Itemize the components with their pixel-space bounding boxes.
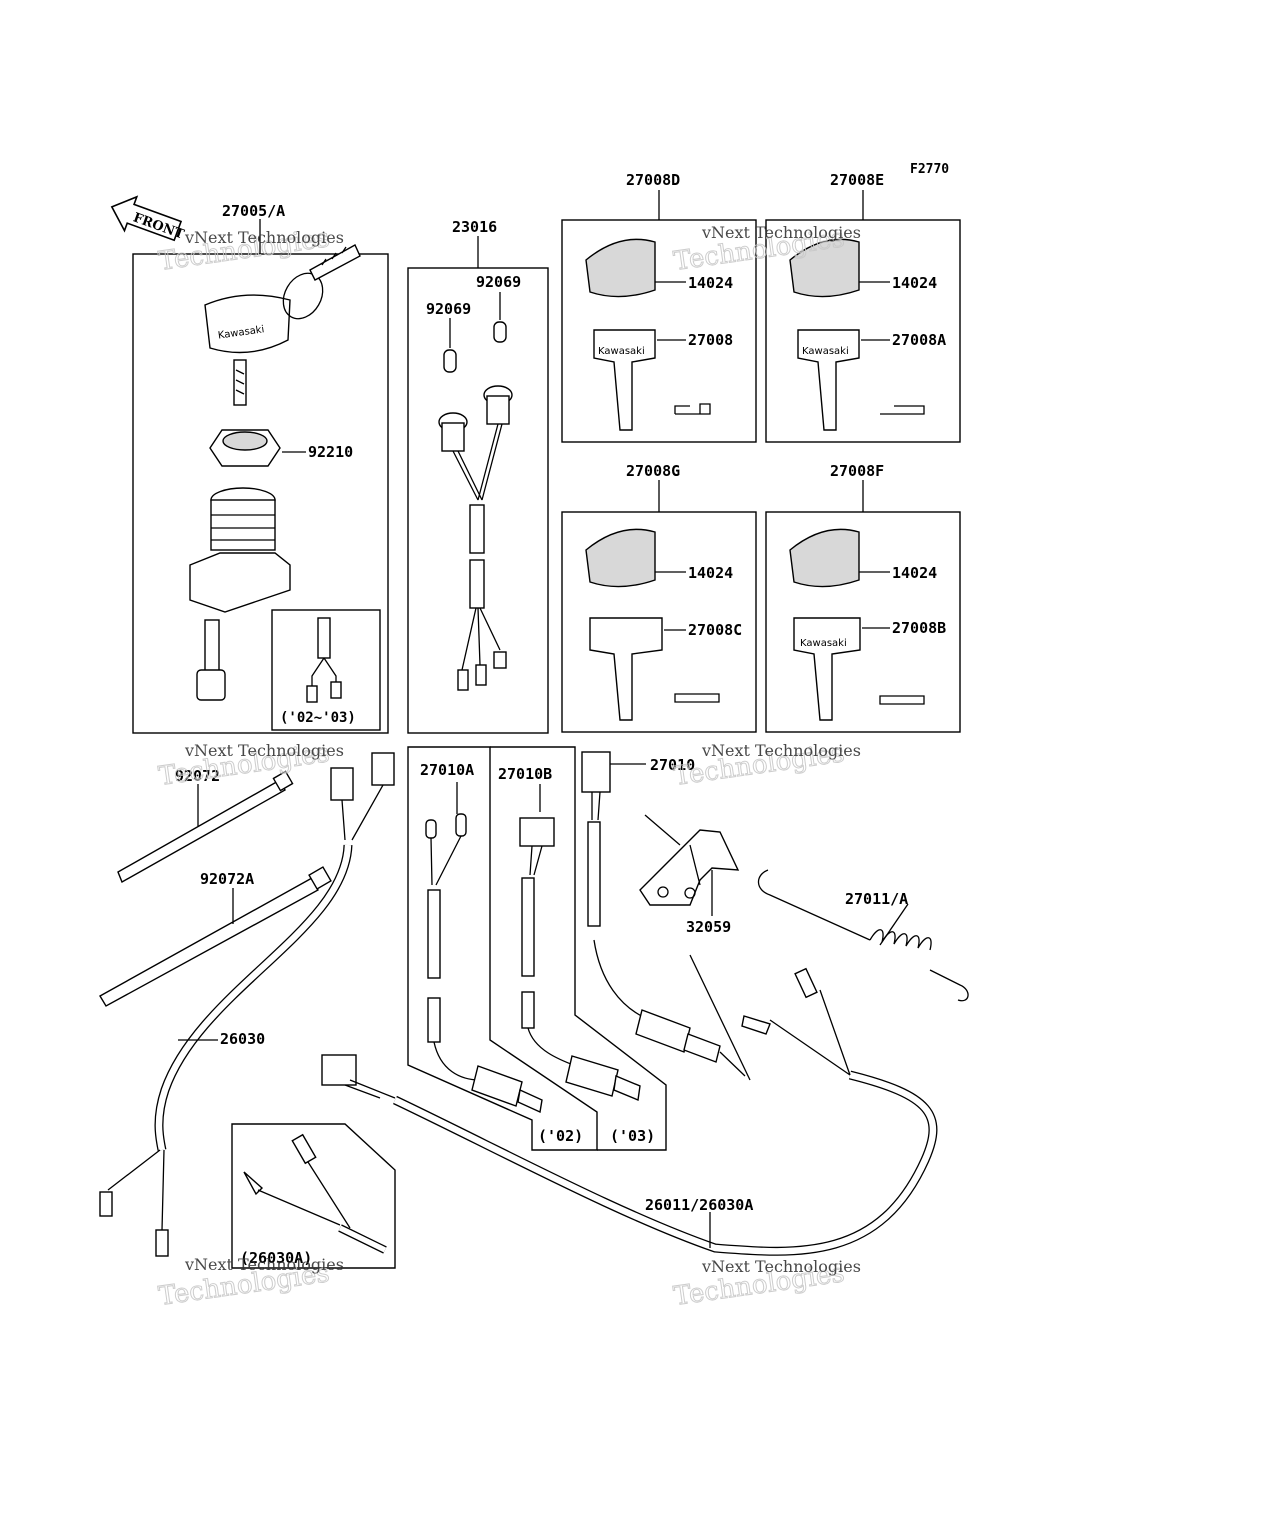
label-92069-right: 92069	[476, 273, 521, 291]
label-27008B: 27008B	[892, 619, 946, 637]
label-27010B: 27010B	[498, 765, 552, 783]
label-27008E: 27008E	[830, 171, 884, 189]
svg-text:vNext Technologies: vNext Technologies	[184, 1255, 344, 1274]
label-14024-d: 14024	[892, 564, 937, 582]
label-27011A: 27011/A	[845, 890, 908, 908]
key-head-icon	[585, 528, 656, 588]
key-set-27008G-group: 27008G 14024 27008C	[561, 462, 757, 733]
label-27005A: 27005/A	[222, 202, 285, 220]
figure-code: F2770	[910, 162, 949, 177]
key-set-27008D-group: 27008D 14024 Kawasaki 27008	[561, 171, 757, 443]
label-27008: 27008	[688, 331, 733, 349]
label-27008G: 27008G	[626, 462, 680, 480]
label-92072A: 92072A	[200, 870, 254, 888]
ignition-switch-body-icon	[189, 487, 291, 701]
wire-harness-23016-group: 23016 92069 92069	[407, 218, 549, 734]
label-32059: 32059	[686, 918, 731, 936]
bracket-32059-icon	[639, 814, 751, 1081]
cable-tie-92072A-icon	[99, 866, 332, 1007]
svg-text:vNext Technologies: vNext Technologies	[184, 228, 344, 247]
svg-text:Kawasaki: Kawasaki	[598, 346, 645, 357]
label-27008F: 27008F	[830, 462, 884, 480]
svg-text:vNext Technologies: vNext Technologies	[701, 1257, 861, 1276]
key-head-icon	[585, 238, 656, 298]
label-27008C: 27008C	[688, 621, 742, 639]
stop-switch-27010A-icon	[425, 813, 543, 1114]
svg-text:Kawasaki: Kawasaki	[802, 346, 849, 357]
label-27010: 27010	[650, 756, 695, 774]
key-set-27008E-group: 27008E 14024 Kawasaki 27008A	[765, 171, 961, 443]
blank-key-icon	[589, 617, 663, 721]
label-03: ('03)	[610, 1127, 655, 1145]
bulb-92069-icon	[443, 321, 507, 373]
nut-92210-icon	[209, 429, 306, 467]
label-26030: 26030	[220, 1030, 265, 1048]
label-27008D: 27008D	[626, 171, 680, 189]
blank-key-icon	[793, 617, 861, 721]
label-14024-c: 14024	[688, 564, 733, 582]
stop-switch-27010B-icon	[519, 817, 641, 1101]
label-27008A: 27008A	[892, 331, 946, 349]
label-26011-26030A: 26011/26030A	[645, 1196, 753, 1214]
svg-text:vNext Technologies: vNext Technologies	[701, 223, 861, 242]
stop-switch-27010-icon	[581, 751, 746, 1077]
svg-text:vNext Technologies: vNext Technologies	[701, 741, 861, 760]
key-set-27008F-group: 27008F 14024 Kawasaki 27008B	[765, 462, 961, 733]
label-02: ('02)	[538, 1127, 583, 1145]
label-26030A: (26030A)	[240, 1249, 312, 1267]
switch-box-27010AB-group: 27010A 27010B ('02) ('03)	[407, 746, 667, 1151]
key-head-icon	[789, 238, 860, 298]
cable-26011-icon	[321, 967, 938, 1256]
blank-key-icon	[797, 329, 860, 431]
key-head-icon	[789, 528, 860, 588]
spring-27011A-icon	[757, 869, 969, 1002]
svg-text:vNext Technologies: vNext Technologies	[184, 741, 344, 760]
svg-text:Kawasaki: Kawasaki	[800, 638, 847, 649]
ignition-key-icon: Kawasaki	[204, 244, 361, 406]
inset-26030A-group: (26030A)	[231, 1123, 396, 1269]
front-arrow-icon: FRONT	[110, 195, 186, 243]
cable-tie-92072-icon	[117, 770, 294, 884]
label-14024-b: 14024	[892, 274, 937, 292]
label-14024-a: 14024	[688, 274, 733, 292]
blank-key-icon	[593, 329, 656, 431]
ignition-switch-group: 27005/A Kawasaki 92210	[132, 202, 389, 734]
label-92210: 92210	[308, 443, 353, 461]
label-92069-left: 92069	[426, 300, 471, 318]
connector-02-03-icon	[306, 617, 342, 703]
label-92072: 92072	[175, 767, 220, 785]
label-27010A: 27010A	[420, 761, 474, 779]
cable-26030-icon	[99, 752, 395, 1257]
pilot-lamp-harness-icon	[438, 385, 513, 691]
label-02-03: ('02~'03)	[280, 710, 356, 726]
label-23016: 23016	[452, 218, 497, 236]
